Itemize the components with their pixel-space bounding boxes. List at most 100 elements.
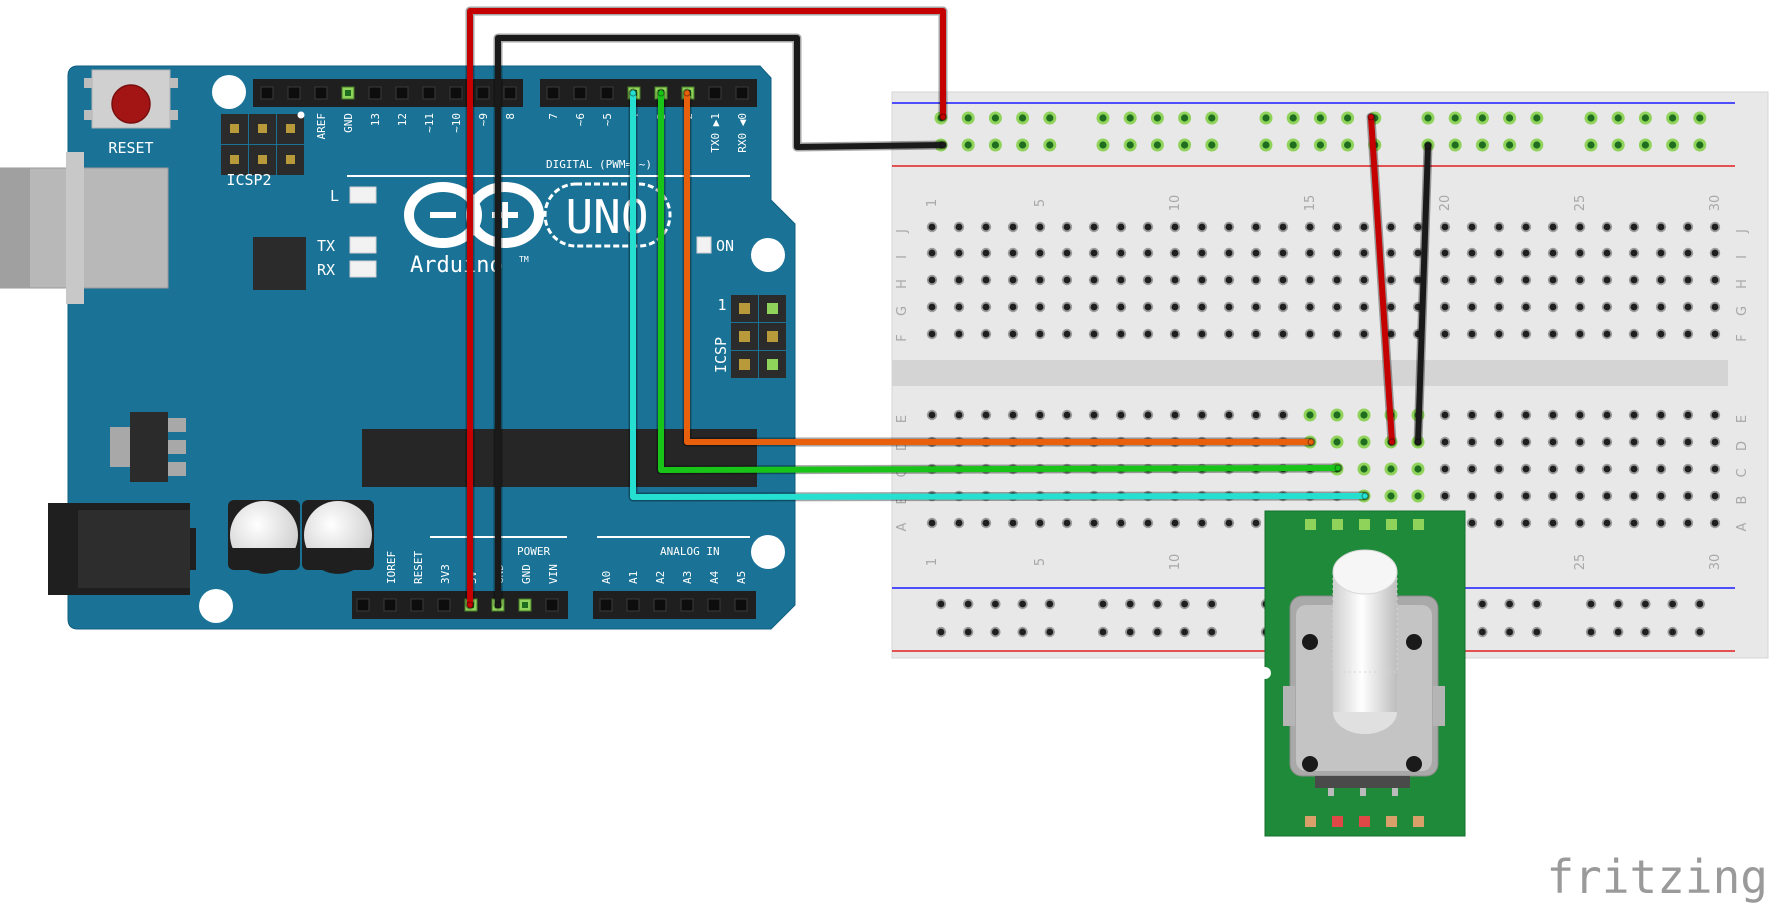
wire-power-5v bbox=[465, 6, 948, 610]
breadboard-hole-center bbox=[1009, 519, 1017, 527]
breadboard-hole-center bbox=[1603, 519, 1611, 527]
breadboard-row-label: F bbox=[1735, 334, 1750, 341]
breadboard-hole-center bbox=[982, 303, 990, 311]
wire-end bbox=[657, 89, 665, 97]
breadboard-hole-center bbox=[1117, 303, 1125, 311]
rail-hole-center bbox=[1669, 141, 1677, 149]
encoder-pads bbox=[1305, 519, 1424, 827]
breadboard-hole-center bbox=[1306, 223, 1314, 231]
breadboard-hole-center bbox=[1333, 276, 1341, 284]
icsp-pin bbox=[767, 359, 778, 370]
breadboard-hole-center bbox=[1576, 492, 1584, 500]
rail-hole-center bbox=[1099, 114, 1107, 122]
wire-end bbox=[939, 113, 947, 121]
rail-hole-center bbox=[1316, 141, 1324, 149]
header-pin bbox=[449, 86, 463, 100]
header-pin-center bbox=[522, 602, 528, 608]
breadboard-hole-center bbox=[1360, 465, 1368, 473]
breadboard-hole-center bbox=[1387, 303, 1395, 311]
breadboard-hole-center bbox=[1495, 411, 1503, 419]
led-on-label: ON bbox=[716, 237, 734, 255]
header-pin bbox=[546, 86, 560, 100]
breadboard-hole-center bbox=[1657, 249, 1665, 257]
breadboard-hole-center bbox=[1360, 276, 1368, 284]
rail-hole-center bbox=[1669, 114, 1677, 122]
breadboard-hole-center bbox=[1252, 276, 1260, 284]
breadboard-hole-center bbox=[1522, 492, 1530, 500]
breadboard-hole-center bbox=[1171, 519, 1179, 527]
encoder-mount-hole bbox=[1302, 756, 1318, 772]
breadboard-hole-center bbox=[1468, 249, 1476, 257]
encoder-bottom-pad bbox=[1359, 816, 1370, 827]
pin-label: RESET bbox=[412, 551, 425, 584]
wire-end bbox=[683, 89, 691, 97]
breadboard-hole-center bbox=[1063, 249, 1071, 257]
breadboard-row-label: J bbox=[1735, 229, 1750, 234]
reset-button[interactable] bbox=[84, 69, 178, 129]
breadboard-hole-center bbox=[1522, 411, 1530, 419]
rail-hole-center bbox=[1208, 628, 1216, 636]
breadboard-hole-center bbox=[1063, 303, 1071, 311]
breadboard-hole-center bbox=[1711, 438, 1719, 446]
breadboard-hole-center bbox=[1603, 465, 1611, 473]
breadboard-row-label: B bbox=[1735, 496, 1750, 505]
breadboard-hole-center bbox=[1549, 465, 1557, 473]
header-pin bbox=[599, 598, 613, 612]
breadboard-hole-center bbox=[982, 249, 990, 257]
icsp2-pin bbox=[286, 155, 295, 164]
rail-hole-center bbox=[1696, 114, 1704, 122]
breadboard-hole-center bbox=[1387, 249, 1395, 257]
breadboard-hole-center bbox=[1360, 303, 1368, 311]
breadboard-hole-center bbox=[1225, 223, 1233, 231]
breadboard-hole-center bbox=[1225, 276, 1233, 284]
encoder-knob[interactable] bbox=[1332, 549, 1398, 734]
breadboard-hole-center bbox=[1576, 223, 1584, 231]
breadboard-hole-center bbox=[1333, 330, 1341, 338]
icsp-pin bbox=[767, 331, 778, 342]
wire-end bbox=[939, 141, 947, 149]
pin-label: A0 bbox=[600, 571, 613, 584]
rail-hole-center bbox=[1641, 141, 1649, 149]
breadboard-hole-center bbox=[1144, 330, 1152, 338]
breadboard-hole-center bbox=[928, 276, 936, 284]
pin-label: A4 bbox=[708, 570, 721, 584]
icsp-pin1-label: 1 bbox=[717, 296, 726, 314]
breadboard-hole-center bbox=[1711, 303, 1719, 311]
led-on bbox=[696, 236, 712, 254]
mounting-hole bbox=[199, 589, 233, 623]
pin-label: 7 bbox=[547, 113, 560, 120]
header-pin bbox=[653, 598, 667, 612]
breadboard-column-number: 25 bbox=[1573, 554, 1588, 571]
breadboard-hole-center bbox=[1495, 438, 1503, 446]
encoder-bottom-pad bbox=[1332, 816, 1343, 827]
breadboard-hole-center bbox=[1009, 411, 1017, 419]
arduino-uno-board: RESET ICSP2 bbox=[0, 65, 796, 630]
breadboard-hole-center bbox=[1063, 411, 1071, 419]
breadboard-column-number: 10 bbox=[1168, 554, 1183, 571]
breadboard-hole-center bbox=[1414, 465, 1422, 473]
breadboard-hole-center bbox=[1468, 303, 1476, 311]
rail-hole-center bbox=[1208, 600, 1216, 608]
rail-hole-center bbox=[1587, 141, 1595, 149]
rail-hole-center bbox=[1046, 141, 1054, 149]
led-l bbox=[349, 186, 377, 204]
breadboard-hole-center bbox=[1414, 223, 1422, 231]
breadboard-hole-center bbox=[1063, 276, 1071, 284]
wire-end bbox=[494, 601, 502, 609]
breadboard-hole-center bbox=[1441, 411, 1449, 419]
breadboard-hole-center bbox=[1198, 303, 1206, 311]
rail-hole-center bbox=[1344, 141, 1352, 149]
breadboard-hole-center bbox=[1576, 276, 1584, 284]
wire-ground bbox=[493, 33, 948, 610]
encoder-bottom-pad bbox=[1413, 816, 1424, 827]
breadboard-hole-center bbox=[1495, 492, 1503, 500]
breadboard-row-label: B bbox=[895, 496, 910, 505]
rail-hole-center bbox=[1478, 114, 1486, 122]
breadboard-column-number: 10 bbox=[1168, 195, 1183, 212]
led-tx-label: TX bbox=[317, 237, 335, 255]
rail-hole-center bbox=[1614, 114, 1622, 122]
header-pin bbox=[422, 86, 436, 100]
breadboard-hole-center bbox=[1684, 330, 1692, 338]
breadboard-hole-center bbox=[1360, 223, 1368, 231]
breadboard-hole-center bbox=[1630, 492, 1638, 500]
